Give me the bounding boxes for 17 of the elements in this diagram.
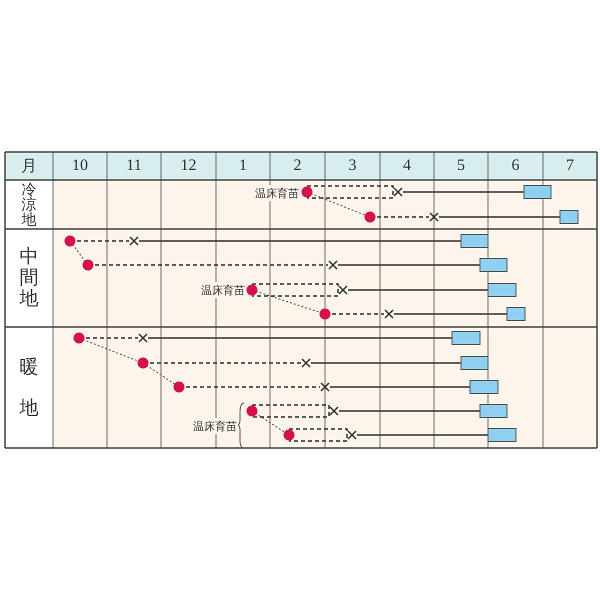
month-header-cell-text: 月 [20,156,38,176]
region-label: 暖地 [20,354,38,420]
note-text: 温床育苗 [254,185,300,201]
note-text: 温床育苗 [200,282,246,298]
month-header-cell-text: 10 [71,156,89,176]
region-label: 冷涼地 [22,182,36,227]
month-header-cell-text: 12 [180,156,198,176]
month-header-cell-text: 11 [125,156,143,176]
month-header-cell-text: 2 [292,156,302,176]
region-label: 中間地 [20,246,38,310]
month-header-cell-text: 4 [402,156,412,176]
month-header-cell-text: 3 [348,156,358,176]
month-header-cell-text: 5 [456,156,466,176]
month-header-cell-text: 6 [510,156,520,176]
month-header-cell-text: 7 [565,156,575,176]
month-header-cell-text: 1 [238,156,248,176]
note-text: 温床育苗 [192,418,238,434]
